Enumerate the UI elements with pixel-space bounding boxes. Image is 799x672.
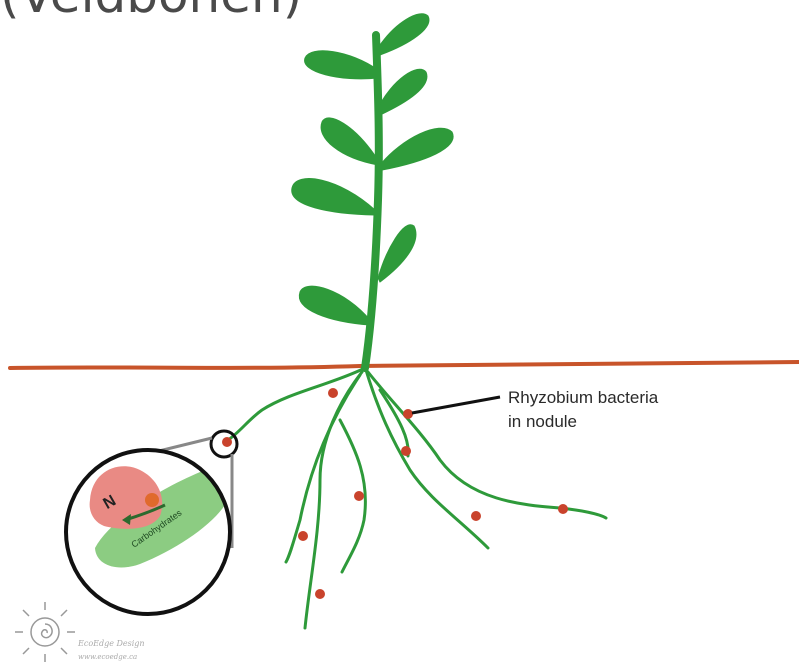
leaf-left-4 — [299, 286, 370, 325]
logo-name: EcoEdge Design — [77, 639, 145, 648]
leaf-left-1 — [305, 51, 378, 79]
soil-line — [10, 362, 799, 368]
plant-shoot — [292, 14, 453, 368]
nodule-inset: N Carbohydrates — [66, 450, 231, 614]
leaf-right-4 — [378, 225, 416, 282]
logo-url: www.ecoedge.ca — [78, 653, 137, 661]
leaf-right-1 — [378, 14, 429, 55]
leaf-right-2 — [378, 69, 427, 115]
leaf-left-3 — [292, 179, 375, 215]
callout-line-2: in nodule — [508, 412, 577, 431]
callout-line-1: Rhyzobium bacteria — [508, 388, 659, 407]
leaf-right-3 — [380, 128, 453, 170]
callout-leader — [412, 397, 500, 413]
leaf-left-2 — [321, 118, 378, 165]
plant-roots — [228, 368, 606, 628]
sun-spiral-icon — [15, 602, 75, 662]
